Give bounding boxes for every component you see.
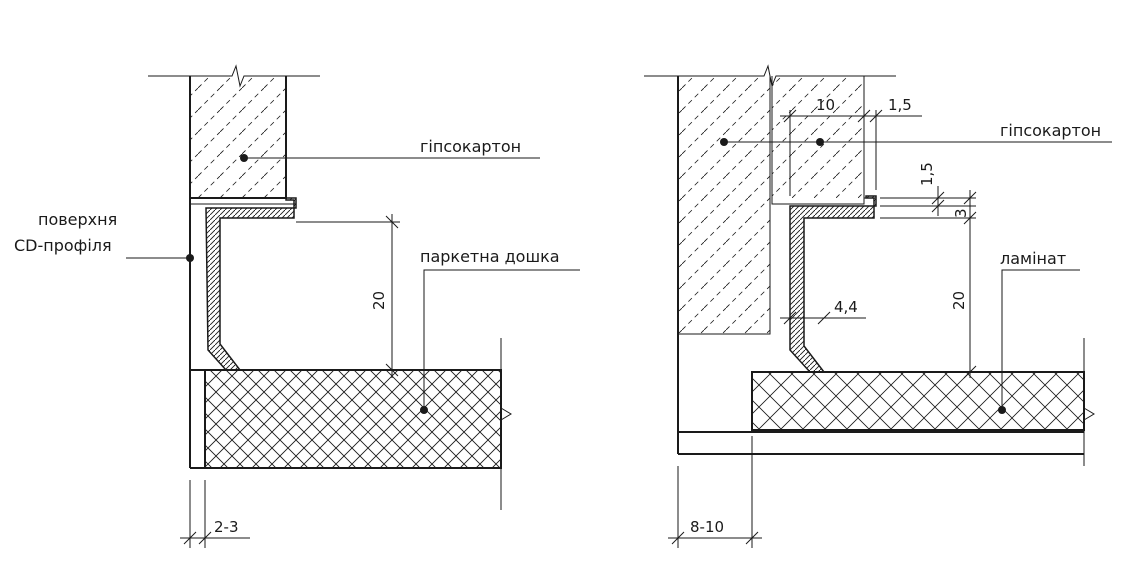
left-dim-gap: 2-3 xyxy=(214,518,239,536)
left-dim-tick-b xyxy=(198,531,212,545)
right-dim-small: 1,5 xyxy=(918,162,936,186)
right-dim44-tick-b xyxy=(817,311,831,325)
right-dim-width: 10 xyxy=(816,96,835,114)
right-dim-edge: 1,5 xyxy=(888,96,912,114)
right-dim10-tick-a xyxy=(783,109,797,123)
left-gypsum-outline xyxy=(189,76,287,199)
right-dim-step: 3 xyxy=(952,208,970,218)
right-detail: гіпсокартон ламінат 10 1,5 1,5 3 20 xyxy=(644,64,1112,548)
right-dim15-tick xyxy=(869,109,883,123)
right-dim-gap-tick-b xyxy=(745,531,759,545)
right-gypsum-board xyxy=(772,76,864,198)
right-wall-gypsum xyxy=(678,76,770,334)
left-label-floor: паркетна дошка xyxy=(420,247,560,266)
right-dim-height: 20 xyxy=(950,291,968,310)
left-dim-tick-a xyxy=(183,531,197,545)
right-dim-small-tick-b xyxy=(931,199,945,213)
right-wall-outline xyxy=(678,76,771,335)
left-gypsum-board xyxy=(190,76,286,198)
left-label-cd-line1: поверхня xyxy=(38,210,117,229)
right-dim-small-tick-a xyxy=(931,191,945,205)
left-parquet-board xyxy=(204,369,502,469)
left-dim-20: 20 xyxy=(370,291,388,310)
left-dim-tick-top xyxy=(385,215,399,229)
left-detail: гіпсокартон поверхня CD-профіля паркетна… xyxy=(14,64,580,548)
left-dim-tick-bottom xyxy=(385,363,399,377)
left-skirting-profile xyxy=(205,197,297,371)
left-label-gypsum: гіпсокартон xyxy=(420,137,521,156)
right-laminate-board xyxy=(751,371,1085,431)
right-skirting-profile xyxy=(789,195,877,373)
right-label-floor: ламінат xyxy=(1000,249,1066,268)
right-dim3-tick-a xyxy=(963,191,977,205)
right-floor-leader xyxy=(1001,269,1080,410)
right-dim-thick: 4,4 xyxy=(834,298,858,316)
right-dim-gap: 8-10 xyxy=(690,518,724,536)
left-floor-break-line xyxy=(500,338,512,510)
right-dim44-tick-a xyxy=(783,311,797,325)
right-floor-break-line xyxy=(1083,338,1095,466)
left-label-cd-line2: CD-профіля xyxy=(14,236,112,255)
right-dim20-tick-b xyxy=(963,365,977,379)
right-label-gypsum: гіпсокартон xyxy=(1000,121,1101,140)
right-dim3-tick-b xyxy=(963,211,977,225)
right-board-outline xyxy=(771,76,865,205)
right-dim10-tick-b xyxy=(857,109,871,123)
right-dim-gap-tick-a xyxy=(671,531,685,545)
left-floor-leader xyxy=(423,269,580,410)
